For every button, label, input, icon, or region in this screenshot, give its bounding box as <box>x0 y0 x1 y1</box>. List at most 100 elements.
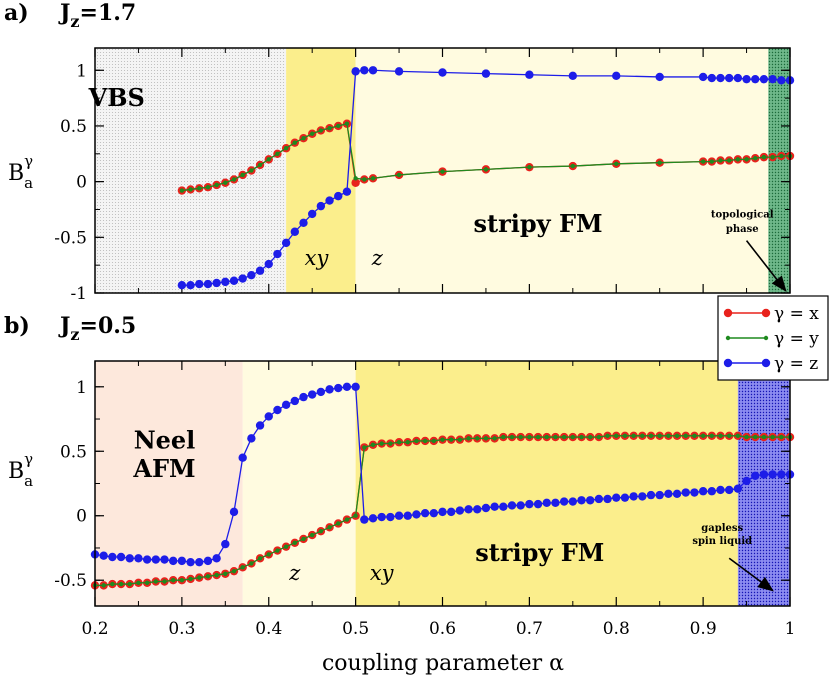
point-a-z-27 <box>568 71 578 81</box>
point-b-z-64 <box>646 490 656 500</box>
panel-a-title-rest: =1.7 <box>80 0 137 26</box>
point-b-y-4 <box>127 581 132 587</box>
point-a-z-36 <box>751 74 760 84</box>
point-b-z-60 <box>612 493 621 502</box>
panel-b-regions <box>95 361 790 606</box>
label-b-0: Neel <box>134 426 196 455</box>
panel-a-title-sub: z <box>70 12 79 31</box>
point-b-z-15 <box>221 539 230 549</box>
point-b-z-71 <box>707 487 717 496</box>
point-b-y-42 <box>457 437 463 442</box>
ytick-label-b-0: -0.5 <box>54 571 87 591</box>
point-b-y-2 <box>110 581 115 587</box>
point-b-y-50 <box>527 434 532 440</box>
point-b-z-14 <box>212 554 221 563</box>
point-a-z-22 <box>368 66 378 75</box>
point-b-z-36 <box>403 511 412 520</box>
x-axis-title: coupling parameter α <box>322 651 564 676</box>
panel-a-ylabel-sub: a <box>24 174 33 192</box>
point-b-y-69 <box>692 433 697 438</box>
point-b-z-6 <box>142 555 152 564</box>
point-b-z-48 <box>507 501 517 510</box>
point-b-z-50 <box>525 499 534 509</box>
point-b-z-68 <box>681 488 690 497</box>
point-a-y-28 <box>614 161 619 167</box>
point-b-z-57 <box>585 496 595 505</box>
point-b-y-14 <box>214 572 219 578</box>
point-a-z-34 <box>733 73 743 83</box>
point-b-z-12 <box>195 557 204 567</box>
point-a-y-0 <box>179 188 185 193</box>
panel-b-title-sub: z <box>70 325 79 344</box>
point-a-y-34 <box>735 157 741 162</box>
point-a-y-38 <box>770 154 775 160</box>
point-b-y-66 <box>666 433 671 438</box>
point-b-z-19 <box>255 421 265 430</box>
point-a-y-30 <box>700 159 706 164</box>
point-a-y-37 <box>761 154 767 160</box>
label-a-0: VBS <box>88 83 145 112</box>
point-b-z-34 <box>386 512 395 522</box>
point-b-y-72 <box>718 433 723 438</box>
panel-b-title: Jz=0.5 <box>58 313 136 344</box>
point-b-z-47 <box>499 502 508 511</box>
point-b-y-52 <box>544 434 549 440</box>
point-b-z-3 <box>116 552 126 562</box>
xtick-label-5: 0.7 <box>516 619 543 639</box>
point-a-z-9 <box>255 266 265 275</box>
point-b-z-42 <box>455 506 465 515</box>
point-b-z-18 <box>247 434 256 443</box>
point-a-y-18 <box>336 123 341 129</box>
point-b-y-34 <box>388 441 393 446</box>
point-b-y-68 <box>683 433 688 438</box>
point-b-y-23 <box>292 540 298 546</box>
point-b-z-11 <box>186 557 195 567</box>
point-b-z-76 <box>751 471 760 480</box>
point-a-y-32 <box>718 158 723 163</box>
point-a-z-28 <box>612 71 621 81</box>
point-b-z-46 <box>490 502 499 511</box>
label-a-1: xy <box>305 246 330 270</box>
point-b-y-62 <box>631 433 636 438</box>
point-b-z-17 <box>238 453 247 462</box>
point-a-z-21 <box>360 66 369 75</box>
point-b-z-70 <box>698 487 708 496</box>
point-b-y-56 <box>579 434 584 440</box>
legend-marker-right-1 <box>763 335 769 341</box>
point-b-y-43 <box>466 436 471 441</box>
point-b-z-28 <box>334 383 343 393</box>
point-b-y-41 <box>448 437 454 442</box>
point-a-y-35 <box>744 157 749 162</box>
point-a-z-5 <box>221 277 230 287</box>
point-a-y-6 <box>231 177 237 182</box>
point-b-z-78 <box>768 470 777 479</box>
point-a-z-24 <box>438 68 447 77</box>
panel-b-label: b) <box>4 313 30 339</box>
point-b-y-74 <box>735 433 741 438</box>
point-b-z-37 <box>412 510 421 519</box>
point-b-y-10 <box>179 578 185 583</box>
legend-label-1: γ = y <box>774 329 819 349</box>
point-b-z-56 <box>577 496 586 505</box>
ytick-label-b-3: 1 <box>76 378 87 398</box>
point-a-y-13 <box>292 140 298 145</box>
point-a-y-20 <box>353 176 358 181</box>
label-b-5: gapless <box>701 523 743 534</box>
region-b-2 <box>355 361 738 606</box>
point-b-z-25 <box>307 390 317 399</box>
point-b-y-71 <box>709 433 715 438</box>
point-a-y-15 <box>309 131 315 136</box>
point-b-z-31 <box>360 515 369 524</box>
legend-marker-right-2 <box>761 358 771 368</box>
point-b-y-26 <box>318 529 324 534</box>
point-b-y-20 <box>266 552 271 557</box>
point-b-y-59 <box>605 433 610 438</box>
point-b-z-4 <box>125 554 134 563</box>
point-b-z-27 <box>325 385 334 394</box>
point-b-y-29 <box>344 517 350 522</box>
panel-a-series <box>177 66 795 290</box>
